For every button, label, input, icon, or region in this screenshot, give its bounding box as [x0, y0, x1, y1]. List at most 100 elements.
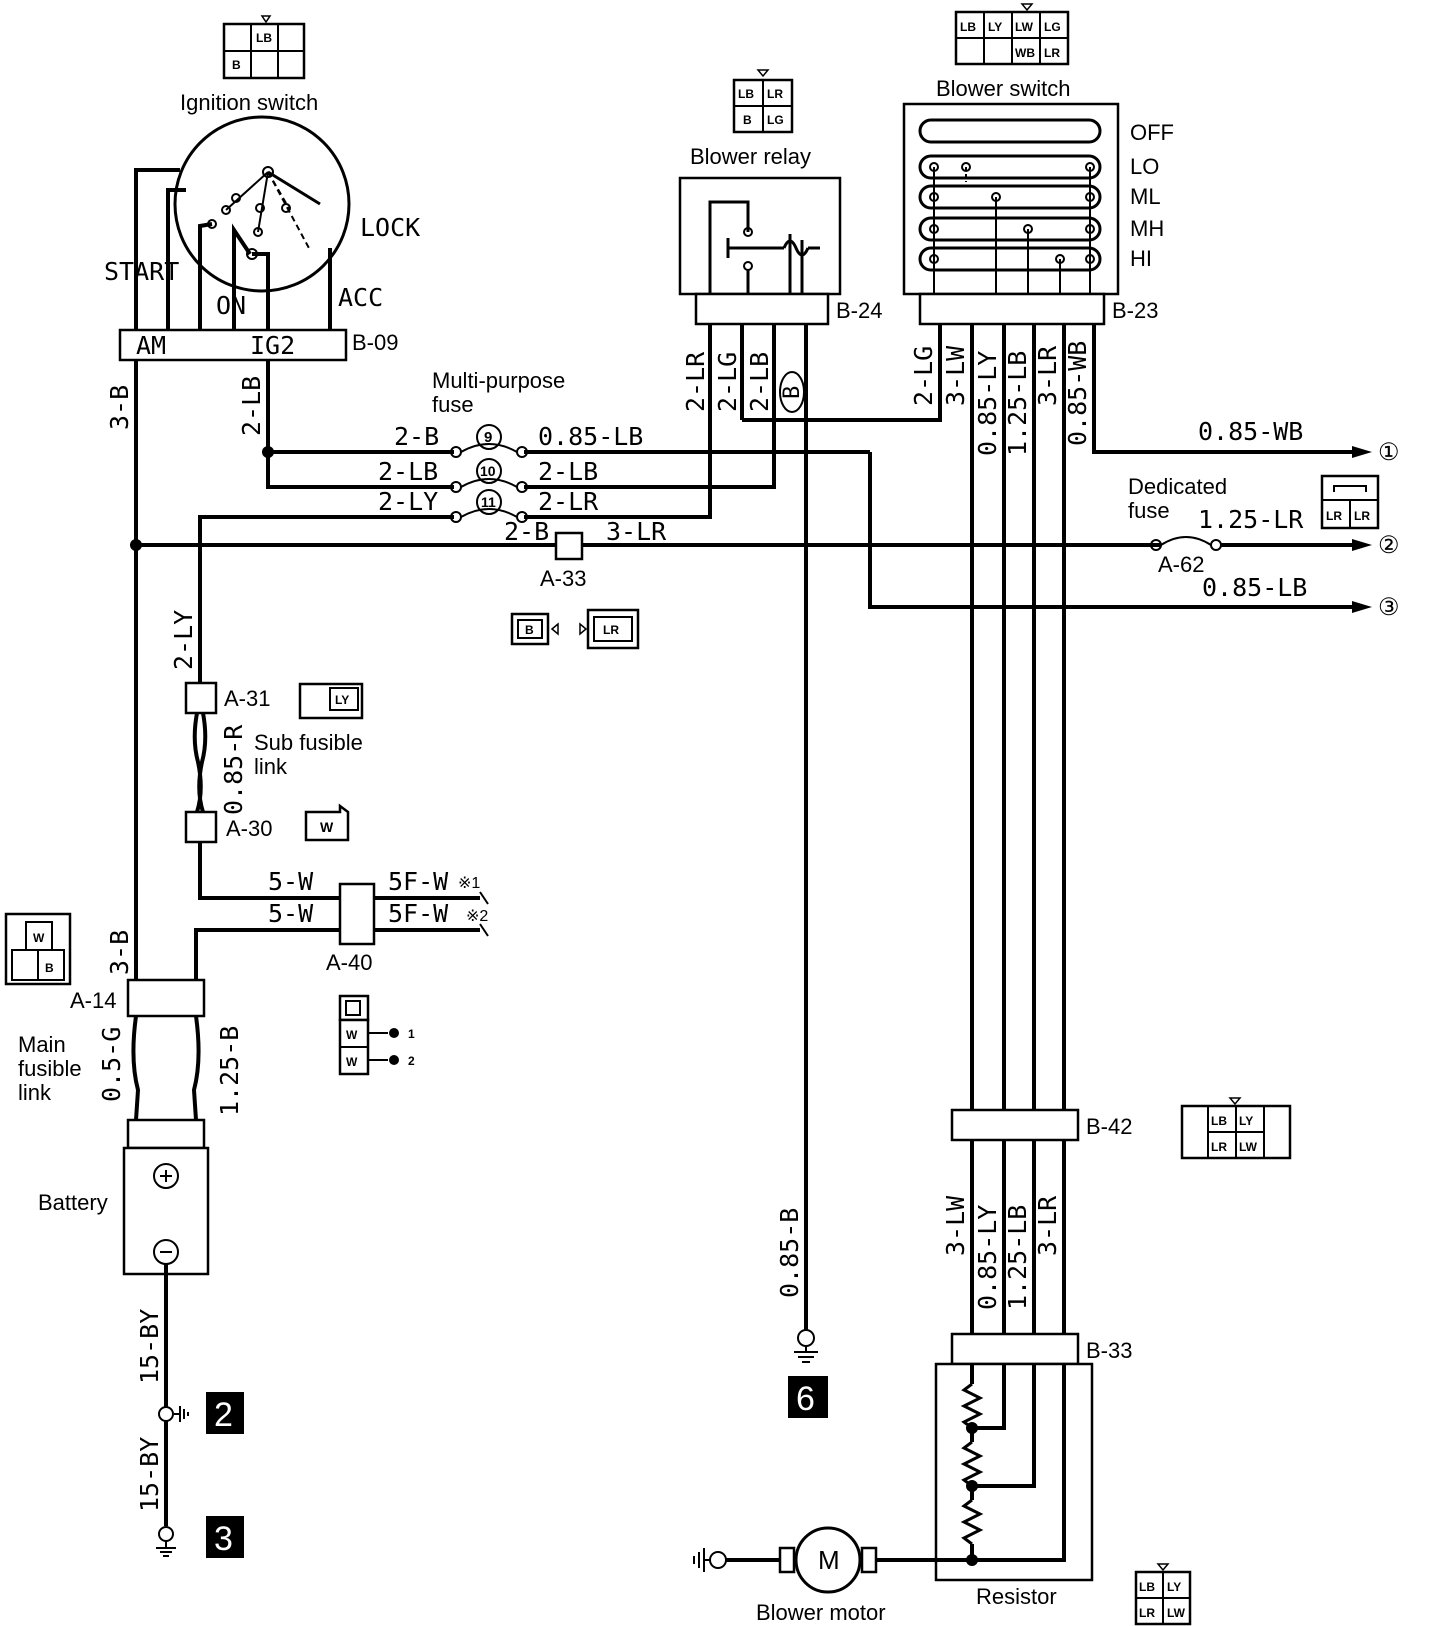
ground-terminal-icon	[158, 1406, 174, 1422]
relay-b-tag	[779, 371, 805, 413]
battery	[122, 1146, 210, 1276]
svg-text:LR: LR	[1211, 1140, 1227, 1154]
wire-3b-low-label: 3-B	[105, 930, 134, 975]
battery-terminal	[126, 1118, 206, 1150]
fuse-wires	[198, 360, 1352, 683]
svg-text:LG: LG	[767, 113, 784, 127]
a31-label: A-31	[224, 686, 270, 711]
b33-label: B-33	[1086, 1338, 1132, 1363]
svg-text:W: W	[346, 1028, 358, 1042]
low-125lb-label: 1.25-LB	[1003, 1205, 1032, 1310]
wire-2b-label: 2-B	[394, 422, 439, 451]
main-fusible-link-label-1: Main	[18, 1032, 66, 1057]
svg-text:LR: LR	[1326, 509, 1342, 523]
ground-terminal-icon	[158, 1526, 174, 1542]
pin-lb: LB	[256, 31, 272, 45]
svg-text:B: B	[525, 623, 534, 637]
relay-2lg-label: 2-LG	[713, 352, 742, 412]
relay-connector-pictogram: LB LR B LG	[732, 69, 794, 134]
svg-text:2: 2	[408, 1054, 415, 1068]
low-3lr-label: 3-LR	[1033, 1195, 1062, 1256]
wire-2lb-label: 2-LB	[378, 457, 438, 486]
a33-connector	[554, 531, 584, 561]
blower-motor-label: Blower motor	[756, 1600, 886, 1625]
ignition-switch-label: Ignition switch	[180, 90, 318, 115]
svg-text:LR: LR	[1044, 46, 1060, 60]
resistor-internals	[960, 1364, 1066, 1566]
b33-connector	[950, 1332, 1080, 1366]
b09-connector	[118, 328, 348, 362]
b42-label: B-42	[1086, 1114, 1132, 1139]
wire-15by-1-label: 15-BY	[135, 1309, 164, 1384]
svg-text:3: 3	[214, 1520, 233, 1558]
switch-pos-lo: LO	[1130, 154, 1159, 179]
main-fusible-link-wire-2	[191, 1015, 201, 1121]
ground-terminal-icon	[797, 1329, 815, 1347]
svg-text:WB: WB	[1015, 46, 1035, 60]
resistor-pictogram: LB LY LR LW	[1134, 1563, 1192, 1626]
a30-label: A-30	[226, 816, 272, 841]
low-085ly-label: 0.85-LY	[973, 1205, 1002, 1310]
ignition-wires	[134, 168, 332, 330]
switch-pos-hi: HI	[1130, 246, 1152, 271]
wire-5w-1	[198, 842, 340, 900]
svg-text:LB: LB	[1211, 1114, 1227, 1128]
resistor	[934, 1362, 1094, 1582]
main-fusible-link-label-2: fusible	[18, 1056, 82, 1081]
note-1: ※1	[458, 875, 480, 892]
resistor-label: Resistor	[976, 1584, 1057, 1609]
am-label: AM	[136, 331, 166, 360]
ground-icon	[174, 1406, 189, 1422]
svg-text:LB: LB	[1139, 1580, 1155, 1594]
ground-icon	[693, 1548, 710, 1572]
mp-fuse-label-1: Multi-purpose	[432, 368, 565, 393]
fuse-11: 11	[481, 494, 496, 510]
sw-125lb-label: 1.25-LB	[1003, 351, 1032, 456]
wire-2lb-out-label: 2-LB	[538, 457, 598, 486]
ignition-switch-symbol	[173, 115, 351, 293]
b23-connector	[918, 292, 1106, 326]
sw-085wb-label: 0.85-WB	[1063, 341, 1092, 446]
relay-wires	[708, 324, 942, 1338]
ig2-label: IG2	[250, 331, 295, 360]
svg-text:W: W	[346, 1055, 358, 1069]
fuse-symbols	[450, 424, 528, 523]
wire-2lb-ig-label: 2-LB	[237, 376, 266, 436]
a33-label: A-33	[540, 566, 586, 591]
note-2: ※2	[466, 908, 488, 925]
a31-pictogram: LY	[298, 682, 364, 720]
wire-085r-label: 0.85-R	[219, 724, 248, 815]
output-3: ③	[1378, 594, 1400, 621]
svg-text:LR: LR	[1139, 1606, 1155, 1620]
sw-085ly-label: 0.85-LY	[973, 351, 1002, 456]
b09-label: B-09	[352, 330, 398, 355]
relay-internals	[708, 200, 820, 294]
switch-pos-off: OFF	[1130, 120, 1174, 145]
svg-text:B: B	[45, 961, 54, 975]
wire-2b-a33-label: 2-B	[504, 517, 549, 546]
ground-085b-label: 0.85-B	[775, 1208, 804, 1298]
a62-label: A-62	[1158, 552, 1204, 577]
wire-3lr-a33-label: 3-LR	[606, 517, 667, 546]
wire-5fw-1-label: 5F-W	[388, 867, 449, 896]
fuse-10: 10	[480, 463, 496, 479]
svg-text:LY: LY	[988, 20, 1002, 34]
motor-symbol: M	[818, 1545, 840, 1575]
sw-2lg-label: 2-LG	[909, 346, 938, 406]
b24-connector	[694, 292, 830, 326]
svg-text:LR: LR	[767, 87, 783, 101]
battery-label: Battery	[38, 1190, 108, 1215]
ground-terminal-icon	[709, 1551, 727, 1569]
a14-connector	[126, 978, 206, 1018]
svg-text:LY: LY	[1167, 1580, 1181, 1594]
battery-connector-pictogram: W B	[4, 912, 72, 986]
svg-text:W: W	[33, 931, 45, 945]
a40-pictogram: W W 1 2	[338, 994, 415, 1076]
ground-badge-6	[788, 1376, 828, 1418]
wire-2ly-label: 2-LY	[378, 487, 438, 516]
wire-085lb-out-label: 0.85-LB	[1202, 573, 1307, 602]
wire-2lr-out-label: 2-LR	[538, 487, 599, 516]
wire-5w-2	[194, 928, 340, 980]
wire-085lb-label: 0.85-LB	[538, 422, 643, 451]
a40-connector	[338, 882, 376, 946]
